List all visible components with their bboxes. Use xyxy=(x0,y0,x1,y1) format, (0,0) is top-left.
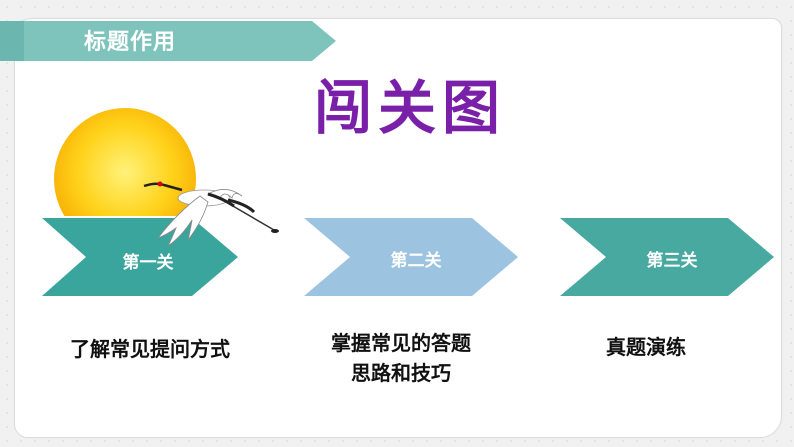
step-3-description: 真题演练 xyxy=(566,332,726,362)
step-3-label: 第三关 xyxy=(646,251,698,271)
step-2-desc-line2: 思路和技巧 xyxy=(351,361,451,385)
step-2-description: 掌握常见的答题 思路和技巧 xyxy=(296,328,506,388)
step-2-label: 第二关 xyxy=(390,251,442,271)
header-banner xyxy=(0,21,340,61)
step-1-desc-line1: 了解常见提问方式 xyxy=(70,337,230,361)
step-3-desc-line1: 真题演练 xyxy=(606,335,686,359)
sun-illustration xyxy=(54,108,196,216)
step-1-description: 了解常见提问方式 xyxy=(40,334,260,364)
step-2-desc-line1: 掌握常见的答题 xyxy=(331,331,471,355)
crane-illustration xyxy=(142,181,279,247)
step-1-label: 第一关 xyxy=(122,253,174,273)
page-title: 闯关图 xyxy=(313,74,506,142)
header-title: 标题作用 xyxy=(84,30,177,55)
